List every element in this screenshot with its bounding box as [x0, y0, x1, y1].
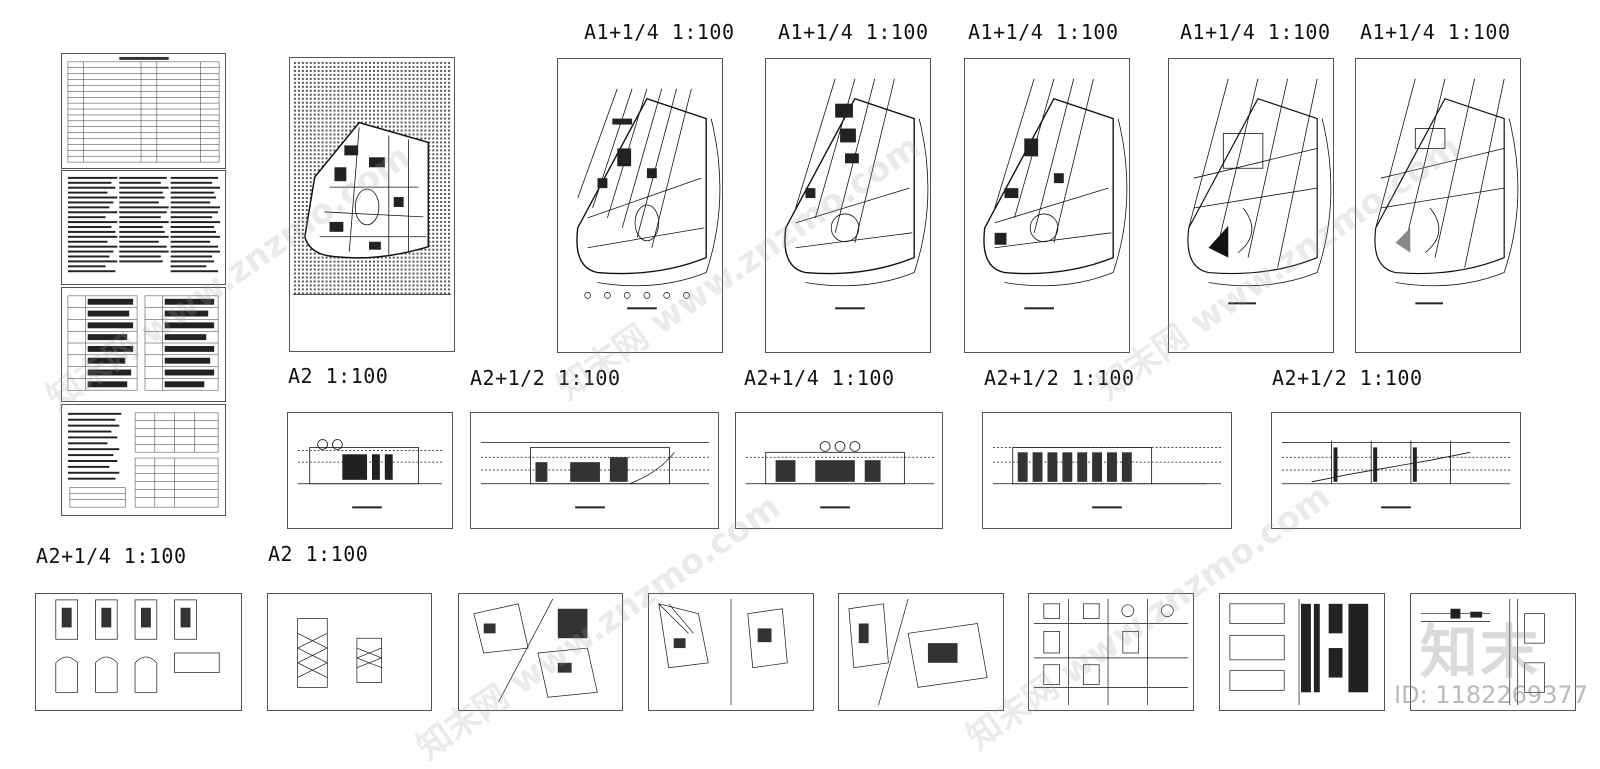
- sheet-size-label: A2+1/4 1:100: [744, 366, 895, 390]
- room-detail-sheet[interactable]: [648, 593, 814, 711]
- detail-sheet-1[interactable]: [35, 593, 242, 711]
- node-detail-sheet[interactable]: [1410, 593, 1576, 711]
- floor-plan-2f-sheet[interactable]: [765, 58, 931, 353]
- sheet-size-label: A1+1/4 1:100: [968, 20, 1119, 44]
- door-window-schedule-sheet[interactable]: [61, 404, 226, 516]
- floor-plan-1f-sheet[interactable]: [557, 58, 723, 353]
- railing-detail-sheet[interactable]: [1219, 593, 1385, 711]
- bath-detail-sheet[interactable]: [838, 593, 1004, 711]
- site-plan-sheet[interactable]: [289, 57, 455, 352]
- watermark-logo: 知末: [1419, 618, 1540, 686]
- sheet-size-label: A1+1/4 1:100: [778, 20, 929, 44]
- sheet-size-label: A1+1/4 1:100: [584, 20, 735, 44]
- elevation-a-sheet[interactable]: [287, 412, 453, 529]
- floor-plan-3f-sheet[interactable]: [964, 58, 1130, 353]
- sheet-size-label: A1+1/4 1:100: [1180, 20, 1331, 44]
- design-notes-sheet[interactable]: [61, 170, 226, 285]
- floor-plan-roof-sheet[interactable]: [1168, 58, 1334, 353]
- sheet-size-label: A2+1/2 1:100: [984, 366, 1135, 390]
- floor-plan-top-roof-sheet[interactable]: [1355, 58, 1521, 353]
- sheet-size-label: A2 1:100: [288, 364, 389, 388]
- image-id: ID: 1182269377: [1394, 681, 1588, 709]
- window-detail-sheet[interactable]: [1028, 593, 1194, 711]
- drawing-index-sheet[interactable]: [61, 53, 226, 169]
- elevation-d-sheet[interactable]: [982, 412, 1232, 529]
- materials-table-sheet[interactable]: [61, 287, 226, 402]
- sheet-size-label: A2+1/2 1:100: [470, 366, 621, 390]
- stair-detail-sheet[interactable]: [267, 593, 432, 711]
- elevation-c-sheet[interactable]: [735, 412, 943, 529]
- sheet-size-label: A2 1:100: [268, 542, 369, 566]
- elevation-b-sheet[interactable]: [470, 412, 719, 529]
- sheet-size-label: A1+1/4 1:100: [1360, 20, 1511, 44]
- sheet-size-label: A2+1/4 1:100: [36, 544, 187, 568]
- toilet-detail-sheet[interactable]: [458, 593, 623, 711]
- section-sheet[interactable]: [1271, 412, 1521, 529]
- sheet-size-label: A2+1/2 1:100: [1272, 366, 1423, 390]
